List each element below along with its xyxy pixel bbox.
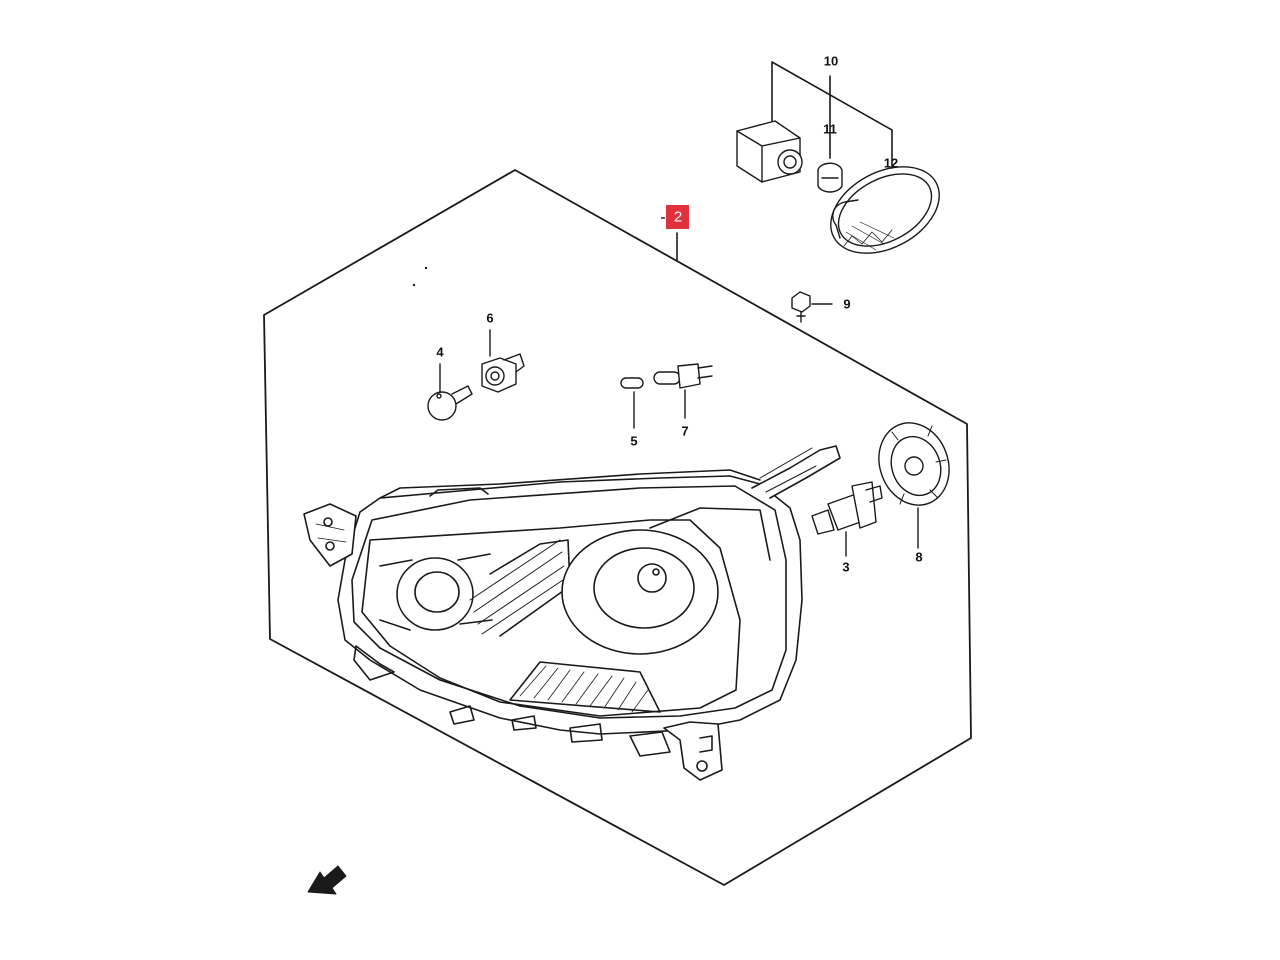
callout-12[interactable]: 12 [883,155,899,171]
leader-bracket-10-12 [771,61,893,179]
part-2-highlight-box [666,205,689,229]
headlamp-housing [303,445,841,781]
part-10-socket [736,120,803,183]
callout-5[interactable]: 5 [630,433,638,449]
callout-3[interactable]: 3 [842,559,850,575]
part-6-socket [481,329,525,393]
callout-11[interactable]: 11 [823,121,837,137]
callout-9[interactable]: 9 [843,296,851,312]
part-3-headlamp-bulb [811,481,883,557]
callout-6[interactable]: 6 [486,310,494,326]
print-specks [412,266,428,287]
part-11-bulb [817,162,843,193]
callout-4[interactable]: 4 [436,344,444,360]
part-8-dust-cap [878,422,950,549]
callout-8[interactable]: 8 [915,549,923,565]
part-7-bulb-holder [653,363,713,419]
callout-2[interactable]: 2 [673,208,683,226]
part-4-bulb [427,363,473,421]
part-9-screw [791,291,833,323]
callout-10[interactable]: 10 [823,53,839,69]
part-12-side-marker [830,166,940,254]
part-5-bulb [620,377,644,429]
callout-7[interactable]: 7 [681,423,689,439]
front-direction-arrow-icon [307,865,347,895]
assembly-boundary [263,169,972,886]
